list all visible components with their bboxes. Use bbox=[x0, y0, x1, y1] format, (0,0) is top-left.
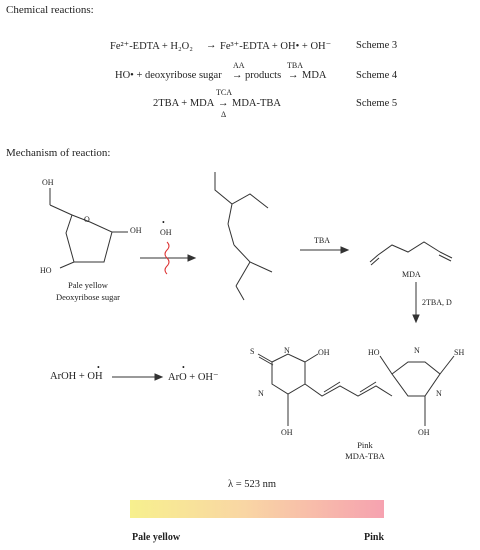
scheme4-lhs: HO• + deoxyribose sugar bbox=[115, 70, 222, 81]
heading-chemical-reactions: Chemical reactions: bbox=[6, 4, 94, 16]
sugar-ring bbox=[65, 214, 113, 263]
atom-oh-top-left: OH bbox=[318, 348, 330, 357]
bridge-double-1 bbox=[323, 381, 341, 393]
arrow-down-head bbox=[412, 314, 420, 324]
product-name-1: Pink bbox=[357, 440, 373, 450]
atom-sh: SH bbox=[454, 348, 465, 357]
arroh-arrow-head bbox=[154, 373, 164, 381]
aroh-right: ArO + OH⁻ bbox=[168, 372, 219, 383]
scheme5-rhs: MDA-TBA bbox=[232, 98, 281, 109]
sugar-name-2: Deoxyribose sugar bbox=[56, 292, 120, 302]
acetal-chain-lower bbox=[233, 244, 273, 273]
mda-skeleton bbox=[377, 241, 441, 256]
tba-label: TBA bbox=[314, 236, 330, 245]
scheme3-arrow: → bbox=[206, 40, 217, 51]
bridge-double-2 bbox=[359, 381, 377, 393]
scheme3-label: Scheme 3 bbox=[356, 40, 398, 51]
scheme4-rhs: MDA bbox=[302, 70, 327, 81]
atom-s-left: S bbox=[250, 347, 255, 356]
mda-label: MDA bbox=[402, 270, 421, 279]
scheme5-lhs: 2TBA + MDA bbox=[153, 98, 215, 109]
scheme5-arrow: → bbox=[218, 98, 229, 109]
scheme5-arrow-bottom: Δ bbox=[221, 110, 227, 119]
sugar-ring-o: O bbox=[84, 215, 90, 224]
left-c-oh-top bbox=[304, 353, 319, 363]
atom-n1: N bbox=[284, 346, 290, 355]
mda-co-left bbox=[369, 254, 379, 263]
atom-n3: N bbox=[414, 346, 420, 355]
aro-dot: • bbox=[182, 363, 185, 372]
scheme4-arrow1: → bbox=[232, 70, 243, 81]
wavelength-label: λ = 523 nm bbox=[228, 479, 277, 490]
pyrimidine-right bbox=[391, 361, 441, 397]
gradient-end-label: Pink bbox=[364, 532, 385, 543]
methine-bridge bbox=[304, 383, 393, 397]
atom-oh-bottom-right: OH bbox=[418, 428, 430, 437]
acetal-bond-b bbox=[227, 223, 235, 246]
atom-ho-top-right: HO bbox=[368, 348, 380, 357]
product-name-2: MDA-TBA bbox=[345, 451, 385, 461]
color-gradient-bar bbox=[130, 500, 384, 518]
mda-co-left-2 bbox=[370, 257, 380, 266]
aroh-left: ArOH + OH bbox=[50, 371, 103, 382]
acetal-bond-d bbox=[235, 285, 245, 301]
arrow1-head bbox=[187, 254, 197, 262]
atom-n4: N bbox=[436, 389, 442, 398]
sugar-oh-right: OH bbox=[130, 226, 142, 235]
oh-radical-label: OH bbox=[160, 228, 172, 237]
scheme5-label: Scheme 5 bbox=[356, 98, 398, 109]
right-c-sh bbox=[439, 355, 455, 375]
atom-n2: N bbox=[258, 389, 264, 398]
heading-mechanism: Mechanism of reaction: bbox=[6, 147, 111, 159]
sugar-ho: HO bbox=[40, 266, 52, 275]
scheme4-arrow-top: AA bbox=[233, 61, 245, 70]
scheme5-arrow-top: TCA bbox=[216, 88, 232, 97]
mda-co-right-2 bbox=[438, 254, 452, 262]
gradient-start-label: Pale yellow bbox=[132, 532, 181, 543]
scheme3-rhs: Fe³⁺-EDTA + OH• + OH⁻ bbox=[220, 41, 332, 52]
left-cs-bond-2 bbox=[258, 356, 274, 366]
scheme3-lhs: Fe²⁺-EDTA + H₂O₂ bbox=[110, 41, 193, 52]
acetal-bond-a bbox=[227, 203, 233, 225]
pyrimidine-left bbox=[271, 353, 306, 395]
step-label: 2TBA, D bbox=[422, 298, 452, 307]
scheme4-arrow2-top: TBA bbox=[287, 61, 303, 70]
acetal-bond-c bbox=[235, 261, 251, 287]
scheme4-arrow2: → bbox=[288, 70, 299, 81]
sugar-ch2-bond bbox=[49, 204, 73, 216]
atom-oh-bottom-left: OH bbox=[281, 428, 293, 437]
arrow-tba-head bbox=[340, 246, 350, 254]
oh-radical-dot: • bbox=[162, 218, 165, 227]
oh-attack-wavy bbox=[164, 241, 170, 275]
sugar-name-1: Pale yellow bbox=[68, 280, 108, 290]
acetal-chain bbox=[214, 172, 269, 209]
mda-co-right bbox=[439, 251, 453, 259]
left-cs-bond bbox=[257, 353, 273, 363]
sugar-oh-top: OH bbox=[42, 178, 54, 187]
sugar-c3-oh-bond bbox=[59, 261, 75, 269]
scheme4-label: Scheme 4 bbox=[356, 70, 398, 81]
aroh-oh-dot: • bbox=[97, 363, 100, 372]
right-c-oh-top bbox=[379, 355, 393, 375]
scheme4-mid: products bbox=[245, 70, 282, 81]
